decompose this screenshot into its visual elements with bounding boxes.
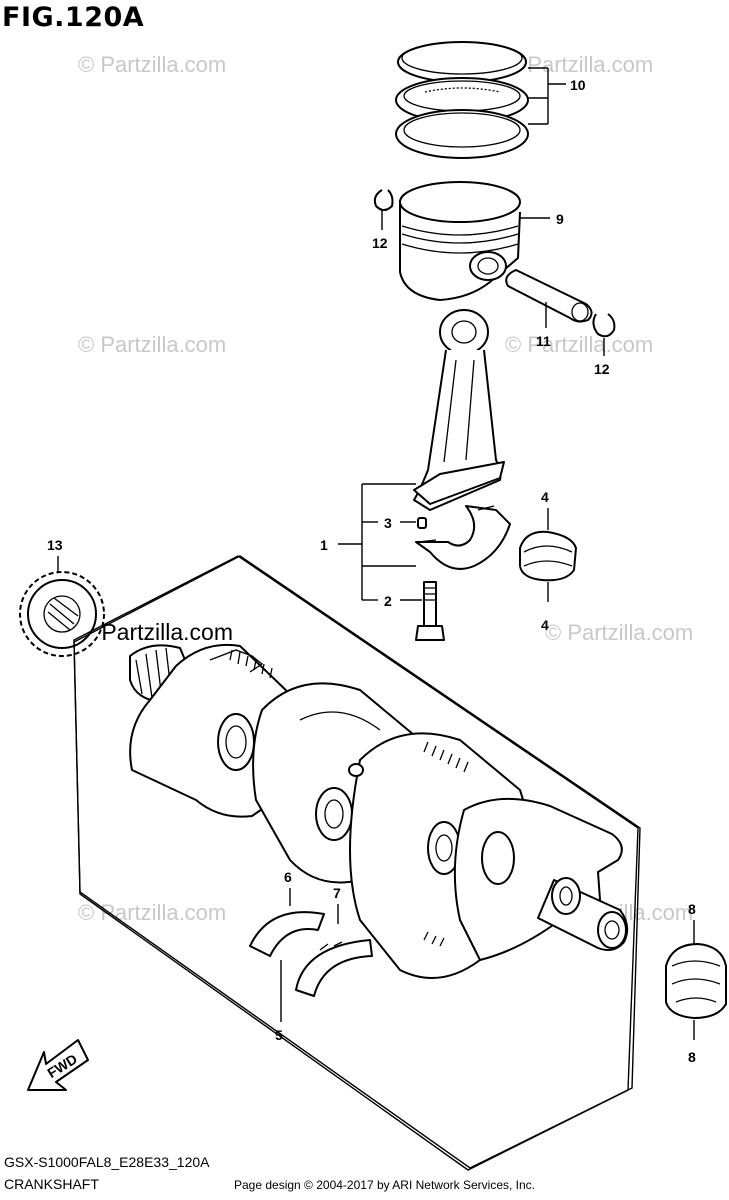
callout-10: 10 xyxy=(570,77,586,93)
thrust-bearing-left[interactable] xyxy=(249,911,325,957)
section-name: CRANKSHAFT xyxy=(4,1176,99,1192)
connecting-rod-cap[interactable] xyxy=(415,505,511,570)
crankshaft-gear[interactable] xyxy=(19,571,105,657)
fwd-arrow: FWD xyxy=(27,1039,89,1091)
callout-7: 7 xyxy=(333,885,341,901)
connecting-rod[interactable] xyxy=(413,309,505,511)
piston-pin[interactable] xyxy=(505,269,593,323)
circlip[interactable] xyxy=(373,189,394,211)
piston[interactable] xyxy=(399,181,521,301)
watermark: © Partzilla.com xyxy=(545,620,693,645)
callout-13: 13 xyxy=(47,537,63,553)
callout-8: 8 xyxy=(688,1049,696,1065)
model-code: GSX-S1000FAL8_E28E33_120A xyxy=(4,1154,210,1170)
page-copyright: Page design © 2004-2017 by ARI Network S… xyxy=(234,1178,536,1192)
watermark: © Partzilla.com xyxy=(78,52,226,77)
conrod-bearing[interactable] xyxy=(519,530,577,582)
piston-rings[interactable] xyxy=(395,41,529,159)
watermark: © Partzilla.com xyxy=(78,900,226,925)
callout-11: 11 xyxy=(536,333,551,349)
callout-8: 8 xyxy=(688,901,696,917)
conrod-bolt[interactable] xyxy=(415,581,445,641)
watermark: © Partzilla.com xyxy=(505,52,653,77)
bearing-pin[interactable] xyxy=(417,517,427,529)
callout-12: 12 xyxy=(372,235,388,251)
thrust-bearing-right[interactable] xyxy=(295,939,373,997)
callout-2: 2 xyxy=(384,593,392,609)
figure-title: FIG.120A xyxy=(2,2,145,33)
crankshaft[interactable] xyxy=(129,643,629,979)
main-bearing[interactable] xyxy=(665,943,727,1019)
watermark: © Partzilla.com xyxy=(505,332,653,357)
callout-9: 9 xyxy=(556,211,564,227)
callout-3: 3 xyxy=(384,515,392,531)
callout-4: 4 xyxy=(541,489,549,505)
callout-5: 5 xyxy=(275,1027,283,1043)
callout-1: 1 xyxy=(320,537,328,553)
callout-6: 6 xyxy=(284,869,292,885)
circlip[interactable] xyxy=(592,313,616,338)
watermark: © Partzilla.com xyxy=(78,332,226,357)
callout-12: 12 xyxy=(594,361,610,377)
callout-4: 4 xyxy=(541,617,549,633)
